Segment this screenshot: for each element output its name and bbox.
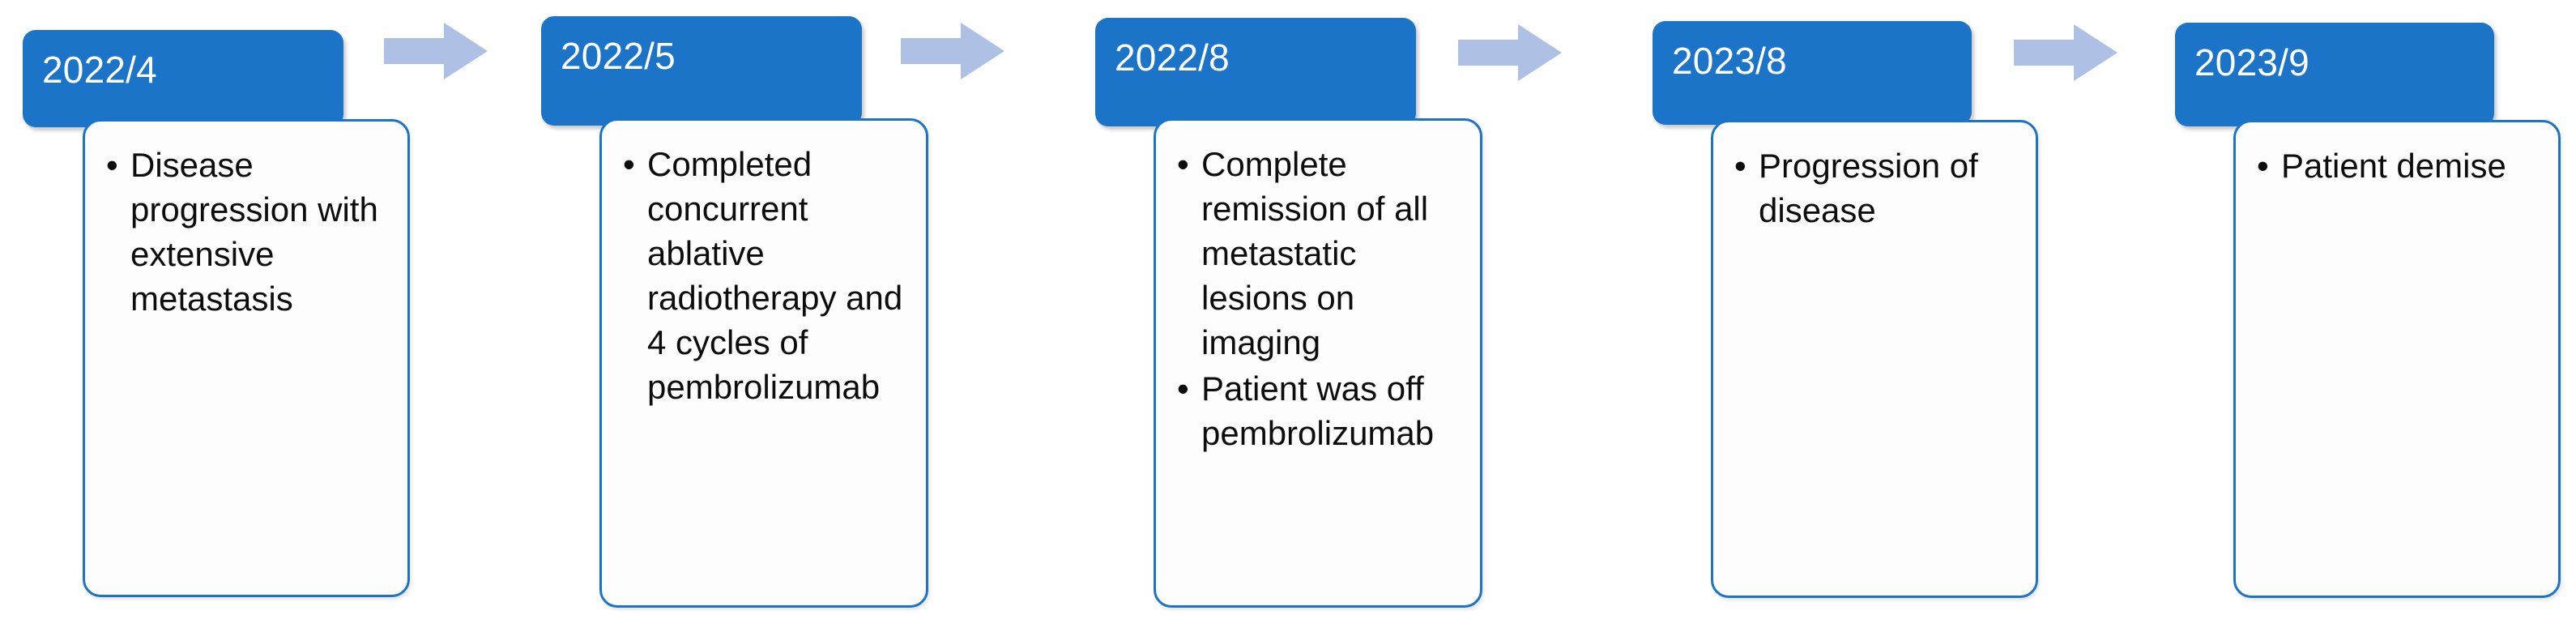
right-arrow-icon-4 xyxy=(2014,24,2118,81)
list-item: • Patient was off pembrolizumab xyxy=(1177,366,1469,455)
list-item: • Disease progression with extensive meta… xyxy=(106,143,396,321)
bullet-text: Patient demise xyxy=(2281,147,2506,185)
date-label-3: 2022/8 xyxy=(1115,36,1230,79)
bullet-list-3: • Complete remission of all metastatic le… xyxy=(1156,121,1480,455)
right-arrow-icon-2 xyxy=(901,23,1004,79)
list-item: • Patient demise xyxy=(2257,143,2547,188)
date-label-4: 2023/8 xyxy=(1672,40,1787,82)
bullet-dot-icon: • xyxy=(1734,147,1746,185)
list-item: • Complete remission of all metastatic le… xyxy=(1177,142,1469,365)
arrow-shape xyxy=(901,23,1004,79)
date-label-5: 2023/9 xyxy=(2194,41,2309,83)
date-header-2: 2022/5 xyxy=(541,16,862,126)
bullet-text: Completed concurrent ablative radiothera… xyxy=(647,145,903,407)
arrow-shape xyxy=(2014,24,2118,81)
list-item: • Progression of disease xyxy=(1734,143,2024,233)
bullet-list-2: • Completed concurrent ablative radiother… xyxy=(602,121,926,409)
date-label-2: 2022/5 xyxy=(561,35,676,77)
bullet-dot-icon: • xyxy=(623,145,635,183)
bullet-text: Patient was off pembrolizumab xyxy=(1201,369,1435,453)
bullet-text: Disease progression with extensive metas… xyxy=(130,146,378,318)
detail-card-2: • Completed concurrent ablative radiother… xyxy=(599,118,928,608)
date-header-4: 2023/8 xyxy=(1653,21,1972,125)
right-arrow-icon-3 xyxy=(1458,24,1562,81)
bullet-dot-icon: • xyxy=(2257,147,2269,185)
date-header-3: 2022/8 xyxy=(1095,18,1416,126)
date-header-5: 2023/9 xyxy=(2175,23,2494,126)
arrow-shape xyxy=(1458,24,1562,81)
bullet-dot-icon: • xyxy=(106,146,118,184)
date-label-1: 2022/4 xyxy=(42,49,157,91)
detail-card-4: • Progression of disease xyxy=(1711,120,2038,598)
right-arrow-icon-1 xyxy=(384,23,488,79)
arrow-shape xyxy=(384,23,488,79)
bullet-list-4: • Progression of disease xyxy=(1713,122,2036,233)
bullet-dot-icon: • xyxy=(1177,369,1189,408)
detail-card-3: • Complete remission of all metastatic le… xyxy=(1154,118,1482,608)
detail-card-5: • Patient demise xyxy=(2233,120,2561,598)
bullet-text: Progression of disease xyxy=(1759,147,1978,230)
detail-card-1: • Disease progression with extensive meta… xyxy=(83,119,410,597)
bullet-dot-icon: • xyxy=(1177,145,1189,183)
list-item: • Completed concurrent ablative radiother… xyxy=(623,142,915,409)
bullet-list-1: • Disease progression with extensive meta… xyxy=(85,122,407,321)
bullet-list-5: • Patient demise xyxy=(2236,122,2558,188)
date-header-1: 2022/4 xyxy=(23,30,343,127)
bullet-text: Complete remission of all metastatic les… xyxy=(1201,145,1429,362)
